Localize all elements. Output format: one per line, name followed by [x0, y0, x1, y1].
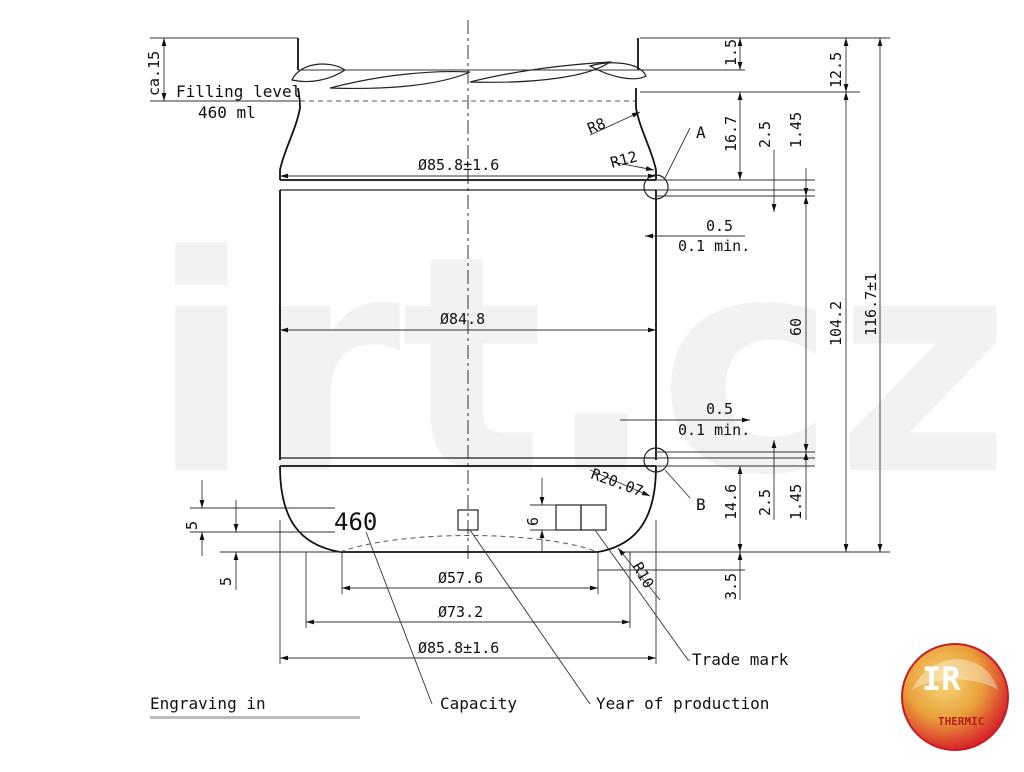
dim-5-bot: 5	[217, 577, 235, 586]
engraving-number: 460	[334, 508, 377, 536]
dim-16-7: 16.7	[722, 116, 740, 152]
detail-b-leader	[664, 469, 691, 499]
r12-leader	[611, 161, 655, 171]
dim-r10: R10	[629, 559, 658, 591]
logo-circle	[902, 644, 1008, 750]
detail-a-leader	[664, 127, 691, 179]
dim-0-1min-top: 0.1 min.	[678, 237, 750, 255]
dim-ca15: ca.15	[145, 51, 163, 96]
logo-letters: IR	[922, 660, 961, 698]
dim-104-2: 104.2	[827, 301, 845, 346]
dim-0-5-top: 0.5	[706, 217, 733, 235]
detail-circle-a	[643, 174, 669, 200]
filling-volume-label: 460 ml	[198, 103, 256, 122]
dim-1-5: 1.5	[722, 39, 740, 66]
dim-5-top: 5	[183, 521, 201, 530]
dim-0-5-bot: 0.5	[706, 400, 733, 418]
jar-outline	[279, 38, 657, 553]
watermark-text: irt.cz	[150, 192, 1011, 541]
trade-mark-label: Trade mark	[692, 650, 789, 669]
filling-level-label: Filling level	[176, 82, 301, 101]
dim-12-5: 12.5	[827, 52, 845, 88]
point-a-label: A	[696, 123, 706, 142]
point-b-label: B	[696, 495, 706, 514]
dim-1-45-bot: 1.45	[787, 484, 805, 520]
dim-dia-57-6: Ø57.6	[438, 569, 483, 587]
dim-14-6: 14.6	[722, 484, 740, 520]
dim-0-1min-bot: 0.1 min.	[678, 421, 750, 439]
year-mark-box	[457, 509, 479, 531]
dim-116-7: 116.7±1	[862, 273, 880, 336]
r20-leader	[589, 469, 651, 497]
capacity-label: Capacity	[440, 694, 517, 713]
dim-2-5-bot: 2.5	[756, 489, 774, 516]
dim-6: 6	[524, 517, 542, 526]
filling-level-callout: ca.15 Filling level 460 ml	[145, 37, 301, 122]
r8-leader	[589, 111, 641, 136]
year-of-production-label: Year of production	[596, 694, 769, 713]
dim-r8: R8	[585, 114, 608, 137]
bottom-right-dimensions: 2.5 1.45 14.6 3.5	[598, 440, 815, 600]
detail-circle-b	[643, 447, 669, 473]
bottom-diameters: Ø57.6 Ø73.2 Ø85.8±1.6	[279, 520, 657, 664]
dim-dia-top: Ø85.8±1.6	[418, 156, 499, 174]
dim-2-5-top: 2.5	[756, 121, 774, 148]
dim-dia-body: Ø84.8	[440, 310, 485, 328]
cutoff-text-line	[150, 716, 360, 719]
engraving-in-label: Engraving in	[150, 694, 266, 713]
dim-3-5: 3.5	[722, 573, 740, 600]
logo-word: THERMIC	[938, 715, 984, 728]
r10-leader	[617, 547, 661, 601]
ir-thermic-logo: IR THERMIC	[901, 643, 1009, 751]
dim-60: 60	[787, 318, 805, 336]
dim-1-45-top: 1.45	[787, 112, 805, 148]
dim-dia-73-2: Ø73.2	[438, 603, 483, 621]
dim-dia-bottom: Ø85.8±1.6	[418, 639, 499, 657]
trade-mark-box-2	[580, 504, 607, 531]
engraving-marks: 460	[334, 504, 607, 536]
leader-lines	[365, 529, 690, 705]
dim-r12: R12	[608, 147, 639, 171]
